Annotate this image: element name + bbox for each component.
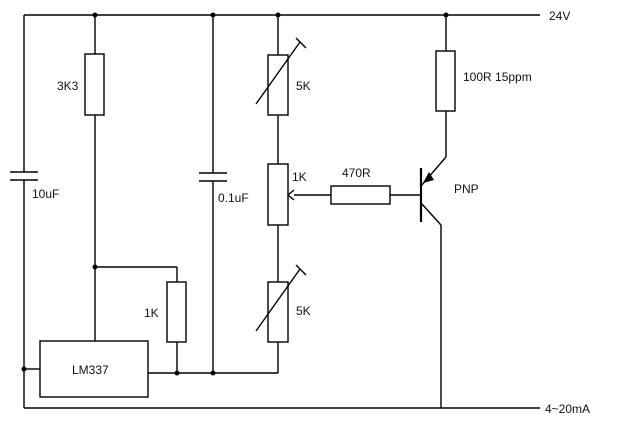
label-pot-top: 5K xyxy=(296,79,311,93)
junction-dot xyxy=(210,12,216,18)
junction-dot xyxy=(443,12,449,18)
resistor-1k-adjust xyxy=(95,266,187,373)
junction-dot xyxy=(210,370,216,376)
regulator-lm337 xyxy=(39,340,149,398)
resistor-3k3 xyxy=(84,15,105,341)
resistor-470r xyxy=(330,185,391,205)
label-c-bulk: 10uF xyxy=(32,187,59,201)
junction-dot xyxy=(275,12,281,18)
potentiometer-1k xyxy=(267,163,295,226)
capacitor-10uf xyxy=(10,15,38,408)
label-regulator: LM337 xyxy=(72,363,109,377)
label-r-adj: 1K xyxy=(144,306,159,320)
label-24v: 24V xyxy=(549,9,570,23)
junction-dot xyxy=(92,12,98,18)
trimmer-5k-bottom xyxy=(255,264,307,343)
label-transistor: PNP xyxy=(454,182,479,196)
label-output-current: 4~20mA xyxy=(545,402,590,416)
junction-dot xyxy=(21,366,27,372)
resistor-100r-sense xyxy=(435,15,456,157)
label-pot-bottom: 5K xyxy=(296,304,311,318)
transistor-pnp xyxy=(419,156,447,226)
label-c-bypass: 0.1uF xyxy=(218,191,249,205)
label-r-sense: 100R 15ppm xyxy=(463,70,532,84)
capacitor-0-1uf xyxy=(199,15,227,373)
label-r-base: 470R xyxy=(342,166,371,180)
label-pot-mid: 1K xyxy=(292,170,307,184)
label-r-bias: 3K3 xyxy=(57,79,79,93)
trimmer-5k-top xyxy=(255,37,307,116)
